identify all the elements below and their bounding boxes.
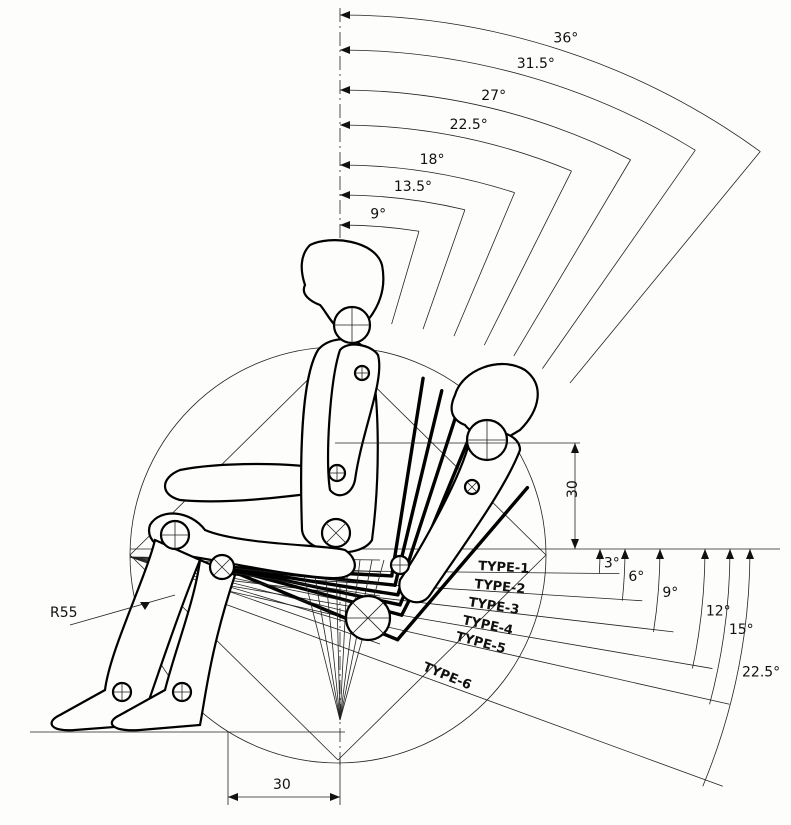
backrest-arc-1 xyxy=(339,194,465,211)
arrow xyxy=(340,121,350,129)
backrest-angle-label: 36° xyxy=(553,30,578,46)
backrest-arc-3 xyxy=(339,124,572,172)
type-3-label: TYPE-3 xyxy=(467,595,520,618)
mannequin-upright xyxy=(50,239,385,732)
type-2-label: TYPE-2 xyxy=(474,577,526,597)
backrest-angle-label: 13.5° xyxy=(394,179,432,195)
construction-line xyxy=(299,559,341,721)
type-6-label: TYPE-6 xyxy=(420,660,473,693)
backrest-arc-0 xyxy=(339,224,420,232)
backrest-ray-6 xyxy=(569,151,761,384)
seat-height-dimension: 30 xyxy=(565,480,581,498)
backrest-ray-5 xyxy=(542,149,696,369)
backrest-angle-label: 22.5° xyxy=(450,117,488,133)
seat-angle-label: 12° xyxy=(706,604,731,620)
seat-arc-5 xyxy=(702,548,751,787)
radius-dimension: R55 xyxy=(50,605,78,621)
seat-angle-label: 22.5° xyxy=(742,665,780,681)
construction-line xyxy=(311,559,341,721)
backrest-ray-1 xyxy=(422,209,466,330)
backrest-ray-2 xyxy=(453,192,515,337)
arrow xyxy=(340,11,350,19)
backrest-arc-5 xyxy=(339,49,696,151)
back-line-6 xyxy=(395,485,530,642)
arrow xyxy=(340,191,350,199)
backrest-angle-label: 9° xyxy=(370,207,386,223)
seat-angle-label: 3° xyxy=(604,555,620,571)
back-line-1 xyxy=(390,376,425,578)
backrest-arc-2 xyxy=(339,164,515,194)
backrest-arc-4 xyxy=(339,89,631,161)
horizontal-dimension: 30 xyxy=(273,777,291,793)
seat-arc-4 xyxy=(709,548,731,705)
seat-angle-label: 6° xyxy=(628,569,644,585)
mannequin-reclined xyxy=(344,362,539,642)
seat-ray-3 xyxy=(219,583,713,669)
construction-line xyxy=(335,559,341,721)
arrow xyxy=(726,549,734,559)
construction-line xyxy=(339,559,349,721)
arrow xyxy=(340,86,350,94)
arrow xyxy=(656,549,664,559)
arrow xyxy=(621,549,629,559)
arrow xyxy=(340,46,350,54)
seat-angle-label: 9° xyxy=(662,585,678,601)
arrow xyxy=(746,549,754,559)
backrest-angle-label: 31.5° xyxy=(517,56,555,72)
linear-dimensions: 30 30 R55 xyxy=(50,442,581,805)
backrest-angle-label: 18° xyxy=(420,152,445,168)
back-line-2 xyxy=(393,389,444,587)
backrest-angle-label: 27° xyxy=(481,88,506,104)
seat-arc-3 xyxy=(692,548,706,669)
backrest-arc-6 xyxy=(339,14,761,152)
construction-line xyxy=(323,559,341,721)
arrow xyxy=(596,549,604,559)
backrest-ray-3 xyxy=(483,170,572,346)
construction-line xyxy=(339,559,361,721)
arrow xyxy=(701,549,709,559)
seat-arc-2 xyxy=(653,548,661,632)
arrow xyxy=(340,161,350,169)
type-1-label: TYPE-1 xyxy=(478,559,530,577)
seat-ray-2 xyxy=(219,578,674,633)
backrest-angle-dimensions: 9° 13.5° 18° 22.5° 27° 31.5° 36° xyxy=(339,11,761,384)
arrow xyxy=(340,221,350,229)
seat-ray-5 xyxy=(219,601,723,787)
construction-line xyxy=(339,559,373,721)
seat-angle-label: 15° xyxy=(729,622,754,638)
backrest-ray-0 xyxy=(391,231,420,325)
backrest-ray-4 xyxy=(513,159,631,357)
seat-ray-4 xyxy=(219,588,730,705)
